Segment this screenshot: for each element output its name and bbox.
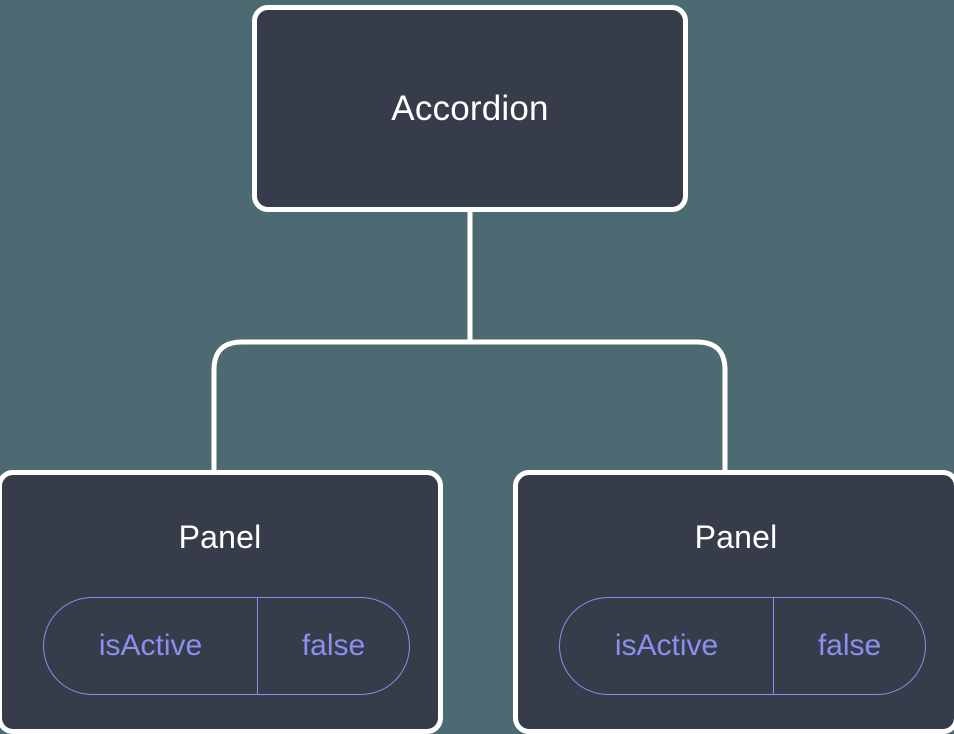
edge-root-to-panel-left [211,339,470,472]
prop-key: isActive [614,629,719,662]
node-title: Accordion [391,89,549,128]
prop-value: false [773,598,925,694]
prop-value: false [257,598,409,694]
edge-root-to-panel-right [470,339,728,472]
prop-badge-isactive[interactable]: isActive false [43,597,410,695]
tree-node-panel-right[interactable]: Panel isActive false [513,470,954,734]
node-title: Panel [178,519,262,555]
prop-key: isActive [98,629,203,662]
tree-node-panel-left[interactable]: Panel isActive false [0,470,443,734]
prop-badge-isactive[interactable]: isActive false [559,597,926,695]
node-title: Panel [694,519,778,555]
tree-node-accordion[interactable]: Accordion [252,5,688,212]
